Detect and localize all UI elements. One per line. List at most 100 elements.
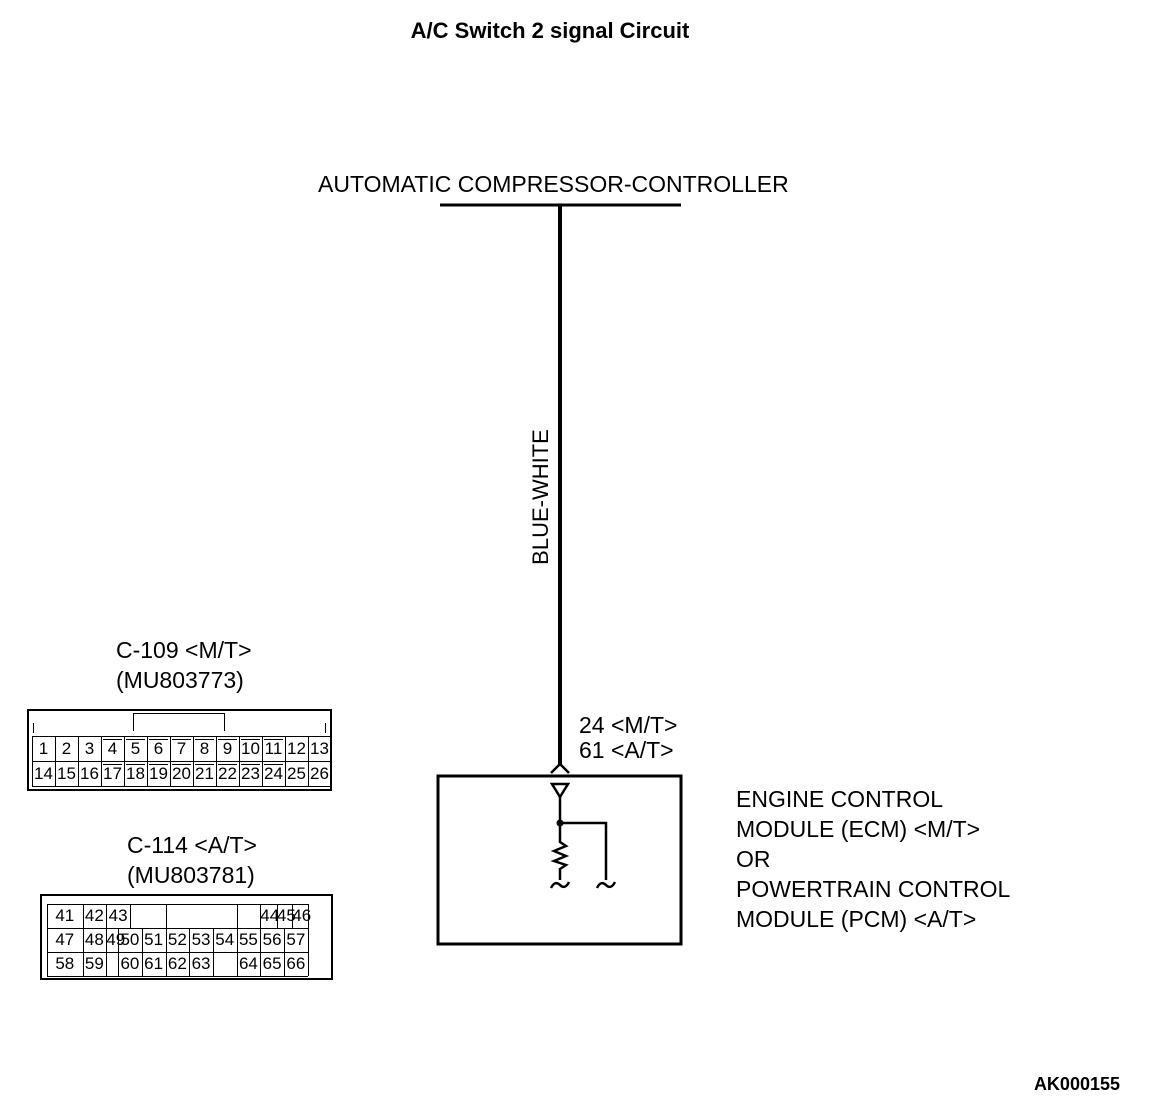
- module-line-1: ENGINE CONTROL: [736, 786, 944, 812]
- grid-line: [32, 761, 331, 762]
- pin-cell: 49: [106, 930, 126, 949]
- grid-line: [172, 764, 191, 765]
- grid-line: [32, 736, 33, 786]
- grid-line: [195, 739, 214, 740]
- grid-line: [55, 736, 56, 786]
- grid-line: [218, 739, 237, 740]
- input-arrow: [549, 782, 571, 800]
- connector-c109-name: C-109 <M/T>: [116, 637, 252, 663]
- terminal-mt-label: 24 <M/T>: [579, 712, 678, 738]
- grid-line: [239, 736, 240, 786]
- resistor-symbol: [550, 823, 570, 880]
- pin-cell: 14: [34, 764, 53, 783]
- pin-cell: 62: [167, 954, 187, 973]
- pin-cell: 41: [55, 906, 75, 925]
- grid-line: [241, 739, 260, 740]
- figure-id: AK000155: [1033, 1074, 1120, 1094]
- pin-cell: 48: [84, 930, 104, 949]
- pin-cell: 23: [241, 764, 260, 783]
- left-terminal-end: [549, 881, 571, 889]
- grid-line: [118, 928, 120, 952]
- branch-line: [560, 821, 608, 880]
- connector-key: [133, 713, 225, 731]
- pin-cell: 9: [222, 739, 233, 758]
- grid-line: [262, 736, 263, 786]
- grid-line: [216, 736, 217, 786]
- grid-line: [212, 928, 214, 952]
- module-line-4: POWERTRAIN CONTROL: [736, 876, 1011, 902]
- right-terminal-end: [595, 881, 617, 889]
- pin-cell: 5: [130, 739, 141, 758]
- grid-line: [172, 739, 191, 740]
- pin-cell: 17: [103, 764, 122, 783]
- pin-cell: 24: [264, 764, 283, 783]
- grid-line: [101, 736, 102, 786]
- connector-c114-part: (MU803781): [127, 862, 255, 888]
- pin-cell: 20: [172, 764, 191, 783]
- pin-cell: 3: [84, 739, 95, 758]
- pin-cell: 16: [80, 764, 99, 783]
- pin-cell: 57: [286, 930, 306, 949]
- grid-line: [236, 952, 238, 976]
- pin-cell: 18: [126, 764, 145, 783]
- pin-cell: 13: [310, 739, 329, 758]
- pin-cell: 61: [144, 954, 164, 973]
- module-line-3: OR: [736, 846, 771, 872]
- pin-cell: 64: [238, 954, 258, 973]
- pin-cell: 15: [57, 764, 76, 783]
- grid-line: [106, 952, 108, 976]
- grid-line: [193, 736, 194, 786]
- pin-cell: 12: [287, 739, 306, 758]
- grid-line: [284, 928, 285, 952]
- grid-line: [147, 736, 148, 786]
- pin-cell: 55: [238, 930, 258, 949]
- grid-line: [264, 739, 283, 740]
- grid-line: [236, 928, 238, 952]
- grid-line: [165, 904, 167, 928]
- connector-c109-part: (MU803773): [116, 667, 244, 693]
- grid-line: [47, 952, 308, 953]
- pin-cell: 10: [241, 739, 260, 758]
- grid-line: [236, 904, 238, 928]
- grid-line: [276, 904, 278, 928]
- grid-line: [47, 976, 308, 977]
- pin-cell: 2: [61, 739, 72, 758]
- pin-cell: 46: [292, 906, 312, 925]
- pin-cell: 65: [262, 954, 282, 973]
- grid-line: [165, 952, 167, 976]
- controller-label: AUTOMATIC COMPRESSOR-CONTROLLER: [318, 171, 789, 197]
- grid-line: [47, 928, 308, 929]
- grid-line: [218, 764, 237, 765]
- grid-line: [149, 764, 168, 765]
- grid-line: [124, 736, 125, 786]
- grid-line: [292, 904, 294, 928]
- connector-c114-name: C-114 <A/T>: [127, 832, 257, 858]
- grid-line: [129, 904, 131, 928]
- pin-cell: 1: [38, 739, 49, 758]
- grid-line: [284, 952, 285, 976]
- grid-line: [260, 952, 262, 976]
- grid-line: [106, 928, 108, 952]
- grid-line: [32, 786, 331, 787]
- pin-cell: 54: [215, 930, 235, 949]
- grid-line: [103, 764, 122, 765]
- pin-cell: 58: [55, 954, 75, 973]
- grid-line: [141, 928, 143, 952]
- grid-line: [149, 739, 168, 740]
- pin-cell: 59: [84, 954, 104, 973]
- grid-line: [260, 928, 262, 952]
- pin-cell: 56: [262, 930, 282, 949]
- grid-line: [106, 904, 108, 928]
- grid-line: [82, 952, 84, 976]
- grid-line: [165, 928, 167, 952]
- grid-line: [308, 736, 309, 786]
- grid-line: [260, 904, 262, 928]
- grid-line: [33, 723, 34, 733]
- diagram-title: A/C Switch 2 signal Circuit: [410, 18, 690, 43]
- pin-cell: 50: [120, 930, 140, 949]
- grid-line: [264, 764, 283, 765]
- pin-cell: 19: [149, 764, 168, 783]
- grid-line: [325, 723, 326, 733]
